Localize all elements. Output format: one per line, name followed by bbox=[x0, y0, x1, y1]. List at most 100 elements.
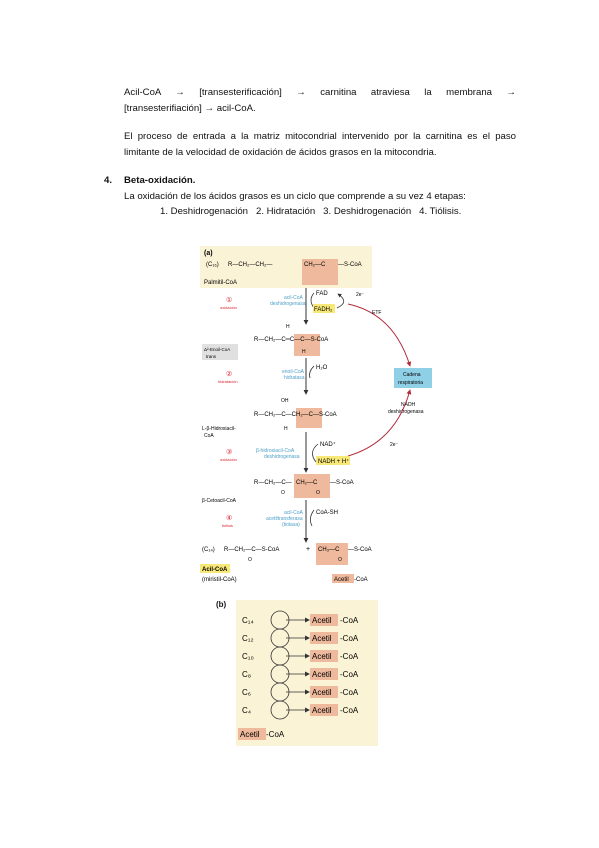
nadh-dh-1: NADH bbox=[401, 402, 416, 408]
acetyl-highlight bbox=[310, 632, 338, 644]
steps-list: 1. Deshidrogenación 2. Hidratación 3. De… bbox=[160, 206, 462, 217]
final-acetyl-highlight bbox=[238, 728, 266, 740]
section-number: 4. bbox=[104, 175, 113, 186]
step1-word: oxidación bbox=[220, 305, 237, 310]
enoil-h-top: H bbox=[286, 324, 290, 330]
acetyl-label: Acetil bbox=[312, 652, 332, 661]
ceto-formula-right: —S-CoA bbox=[330, 480, 354, 486]
cadena-line-2: respiratoria bbox=[398, 380, 423, 386]
step2-enzyme-2: hidratasa bbox=[284, 375, 305, 381]
step2-h2o: H₂O bbox=[316, 365, 328, 371]
step3-word: oxidación bbox=[220, 457, 237, 462]
step4-enzyme-1: acil-CoA bbox=[284, 510, 304, 516]
palmitil-panel bbox=[200, 246, 372, 288]
nadh-arc bbox=[347, 389, 412, 457]
step3-nadh: NADH + H⁺ bbox=[318, 458, 349, 465]
coa-label: -CoA bbox=[340, 634, 359, 643]
coa-label: -CoA bbox=[340, 688, 359, 697]
step2-enzyme-1: enoil-CoA bbox=[282, 369, 305, 375]
enoil-name-2: trans bbox=[206, 354, 217, 359]
enoil-h-bottom: H bbox=[302, 349, 306, 355]
step4-enzyme-3: (tiolasa) bbox=[282, 522, 300, 528]
section-title: Beta-oxidación. bbox=[124, 175, 196, 186]
acetyl-highlight bbox=[310, 668, 338, 680]
step1-fad: FAD bbox=[316, 291, 328, 297]
acetyl-highlight bbox=[310, 614, 338, 626]
final-acetyl-hl: Acetil bbox=[240, 730, 260, 739]
step1-enzyme-2: deshidrogenasa bbox=[270, 301, 306, 307]
hidroxi-oh: OH bbox=[281, 398, 289, 404]
hidroxi-name-2: CoA bbox=[204, 433, 214, 439]
step4-cofactor-curve bbox=[310, 509, 315, 527]
carbon-label: C₆ bbox=[242, 688, 251, 697]
fadh2-highlight bbox=[313, 304, 335, 313]
section-intro: La oxidación de los ácidos grasos es un … bbox=[124, 191, 466, 202]
cycle-arrowhead bbox=[305, 653, 310, 659]
acetyl-formula-hl: CH₃—C bbox=[318, 547, 340, 553]
product-cn: (C₁₄) bbox=[202, 547, 215, 553]
palmitil-name: Palmitil-CoA bbox=[204, 280, 237, 286]
acetyl-formula-o: O bbox=[338, 557, 342, 563]
ceto-highlight bbox=[294, 474, 330, 498]
step4-number: ④ bbox=[226, 514, 232, 522]
beta-oxidation-figure-b: (b) C₁₄Acetil-CoAC₁₂Acetil-CoAC₁₀Acetil-… bbox=[236, 600, 378, 746]
step2-number: ② bbox=[226, 370, 232, 378]
etf-label: ETF bbox=[372, 310, 381, 316]
nadh-dh-2: deshidrogenasa bbox=[388, 409, 424, 415]
step2-cofactor-curve bbox=[309, 365, 315, 379]
acetyl-label: Acetil bbox=[312, 634, 332, 643]
ceto-formula-hl: CH₂—C bbox=[296, 480, 318, 486]
step3-nad: NAD⁺ bbox=[320, 441, 336, 448]
palmitil-highlight bbox=[302, 259, 338, 285]
carbon-label: C₁₂ bbox=[242, 634, 254, 643]
step4-coash: CoA-SH bbox=[316, 510, 338, 516]
palmitil-cn: (C₁₆) bbox=[206, 262, 219, 268]
hidroxi-formula: R—CH₂—C—CH₂—C—S-CoA bbox=[254, 412, 337, 418]
acetyl-name-hl: Acetil bbox=[334, 577, 349, 583]
acetyl-formula-highlight bbox=[316, 543, 348, 565]
coa-label: -CoA bbox=[340, 652, 359, 661]
acetyl-label: Acetil bbox=[312, 616, 332, 625]
enoil-highlight bbox=[294, 334, 320, 356]
ceto-name: β-Cetoacil-CoA bbox=[202, 498, 237, 504]
beta-oxidation-figure-a: (a) (C₁₆) R—CH₂—CH₂— CH₂—C —S-CoA Palmit… bbox=[200, 246, 432, 583]
panel-label-a: (a) bbox=[204, 250, 213, 257]
step2-word: hidratación bbox=[218, 379, 238, 384]
acetyl-highlight bbox=[310, 650, 338, 662]
hidroxi-highlight bbox=[296, 408, 322, 428]
step3-number: ③ bbox=[226, 448, 232, 456]
fad-recycle-arrow bbox=[336, 293, 345, 309]
carbon-label: C₈ bbox=[242, 670, 251, 679]
hidroxi-name-1: L-β-Hidroxiacil- bbox=[202, 426, 236, 432]
acetyl-highlight bbox=[310, 704, 338, 716]
carbon-label: C₁₀ bbox=[242, 652, 254, 661]
acetyl-name-highlight bbox=[332, 574, 354, 583]
ceto-o-2: O bbox=[316, 490, 320, 496]
cadena-box bbox=[394, 368, 432, 388]
paragraph-2-line-1: El proceso de entrada a la matriz mitoco… bbox=[124, 131, 516, 142]
product-name-2: (miristil-CoA) bbox=[202, 577, 237, 583]
product-formula: R—CH₂—C—S-CoA bbox=[224, 547, 279, 553]
enoil-formula: R—CH₂—C═C—C—S-CoA bbox=[254, 337, 328, 343]
final-acetyl-coa: -CoA bbox=[266, 730, 285, 739]
e-label-top: 2e⁻ bbox=[356, 292, 365, 298]
product-name-1: Acil-CoA bbox=[202, 567, 228, 573]
acil-coa-name-bg bbox=[200, 564, 230, 573]
acetyl-label: Acetil bbox=[312, 706, 332, 715]
acetyl-label: Acetil bbox=[312, 688, 332, 697]
step1-number: ① bbox=[226, 296, 232, 304]
coa-label: -CoA bbox=[340, 670, 359, 679]
e-label-bottom: 2e⁻ bbox=[390, 442, 399, 448]
cadena-line-1: Cadena bbox=[403, 372, 421, 378]
acetyl-name-right: -CoA bbox=[354, 577, 368, 583]
cycle-arrowhead bbox=[305, 689, 310, 695]
palmitil-formula-left: R—CH₂—CH₂— bbox=[228, 262, 272, 268]
step4-word: tiólisis bbox=[222, 523, 233, 528]
coa-label: -CoA bbox=[340, 706, 359, 715]
step3-cofactor-curve bbox=[312, 443, 319, 463]
etf-arc bbox=[347, 303, 412, 367]
product-o: O bbox=[248, 557, 252, 563]
step4-enzyme-2: acetiltransferasa bbox=[266, 516, 303, 522]
acetyl-formula-right: —S-CoA bbox=[348, 547, 372, 553]
acetyl-highlight bbox=[310, 686, 338, 698]
